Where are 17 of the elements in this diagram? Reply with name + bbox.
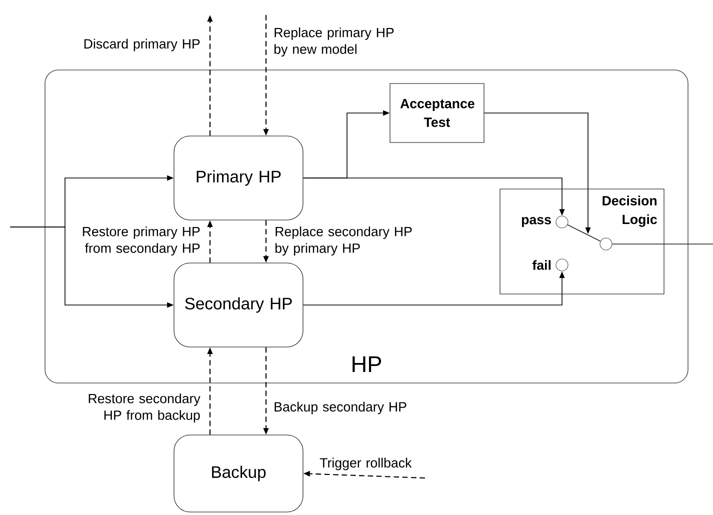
edge-label: Replace secondary HP by primary HP (275, 226, 412, 256)
switch-contact (600, 238, 612, 250)
edge-label: Restore primary HP from secondary HP (82, 226, 200, 256)
process-box: Primary HP (174, 136, 304, 220)
edge-label: Backup secondary HP (274, 402, 406, 414)
switch-arm (567, 224, 601, 242)
process-box: Secondary HP (174, 262, 304, 348)
edge-label: Trigger rollback (320, 458, 412, 470)
switch-contact: fail (532, 258, 568, 272)
node-label: fail (532, 260, 551, 270)
test-box: Acceptance Test (390, 83, 484, 143)
node-label: pass (522, 217, 551, 227)
edge-label: Restore secondary HP from backup (88, 393, 200, 423)
edge-label: Replace primary HP by new model (274, 27, 394, 57)
process-box: Backup (174, 434, 304, 512)
switch-contact: pass (522, 216, 568, 228)
edge-label: Discard primary HP (84, 38, 200, 52)
